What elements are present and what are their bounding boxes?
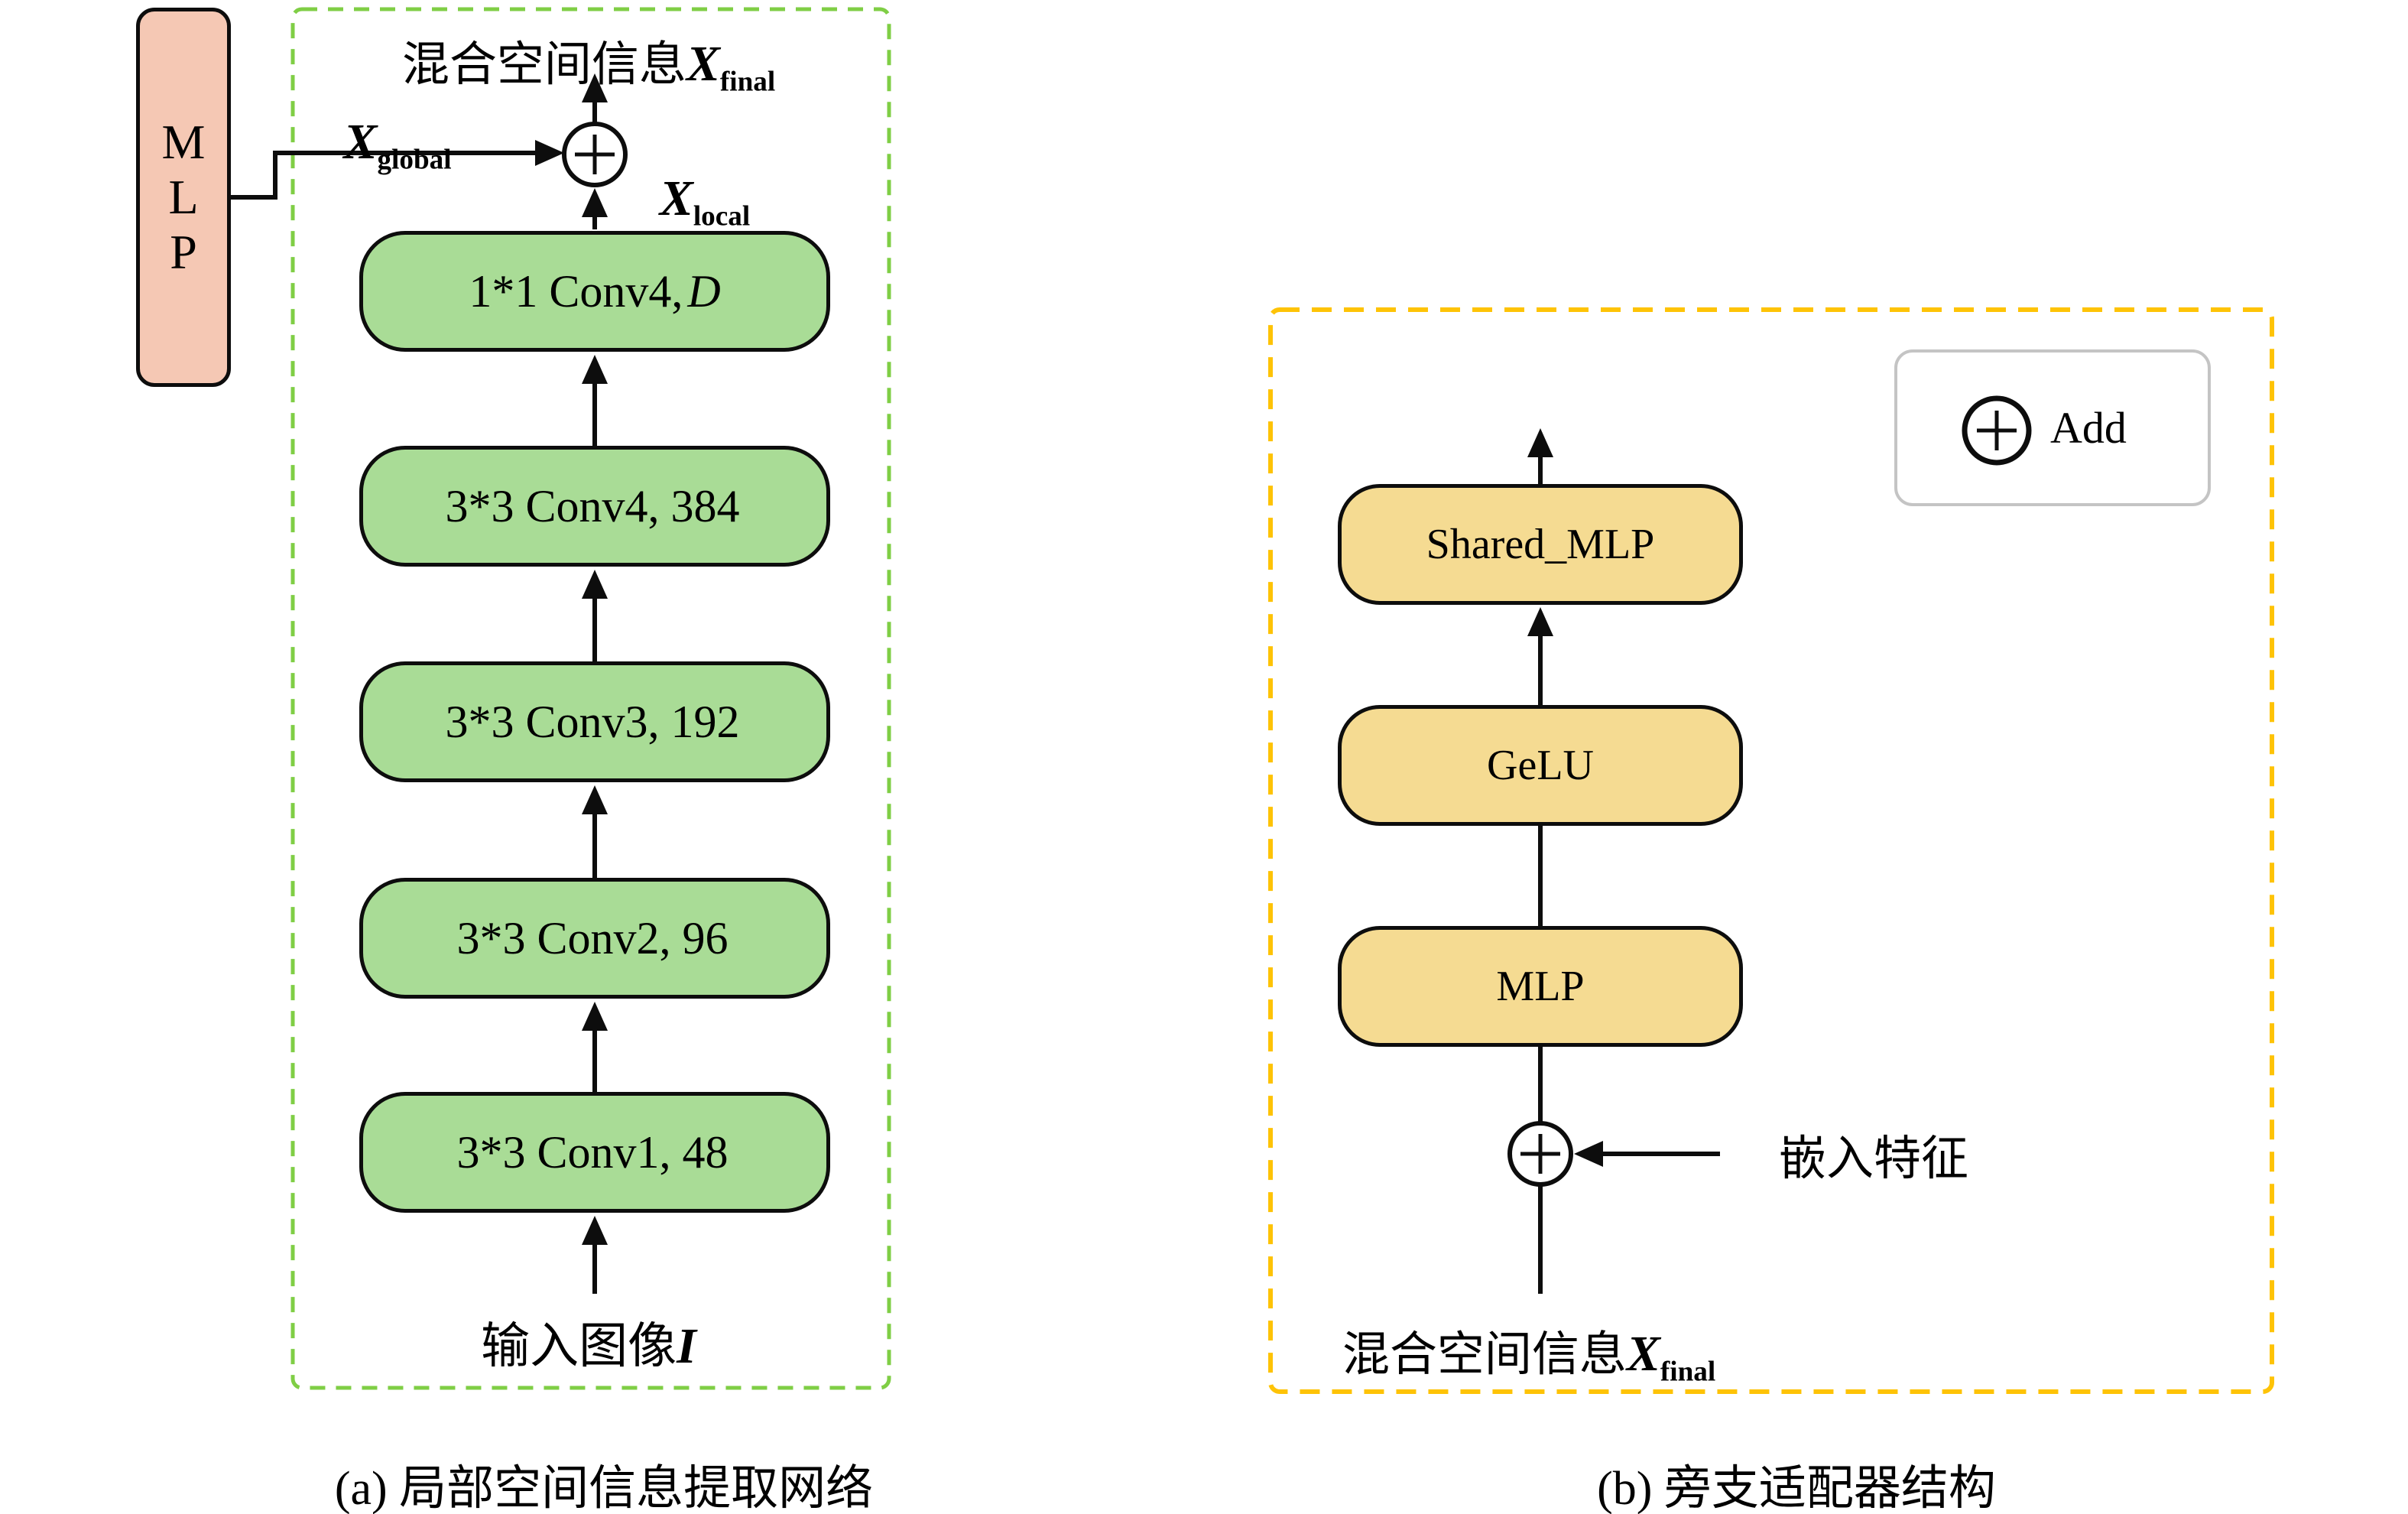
arrowhead-up	[582, 73, 608, 102]
conv-box-2: 3*3 Conv4, 384	[359, 446, 830, 567]
legend-box: Add	[1894, 349, 2211, 506]
mlp-letter: P	[170, 225, 197, 279]
x-global-label: Xglobal	[343, 113, 451, 174]
mlp-to-add-connector	[231, 151, 535, 200]
arrowhead-up	[582, 785, 608, 814]
mlp-letter: L	[168, 170, 199, 224]
local-network-dashed-frame	[290, 7, 891, 1390]
conv-box-label: 3*3 Conv3, 192	[445, 696, 740, 747]
bottom-label-b: 混合空间信息Xfinal	[1342, 1315, 1716, 1388]
conv-box-label: 3*3 Conv2, 96	[456, 912, 729, 963]
arrowhead-up	[582, 355, 608, 384]
shared-mlp-box: Shared_MLP	[1338, 484, 1743, 605]
arrowhead-up	[582, 1216, 608, 1245]
output-label-cn: 混合空间信息	[401, 39, 686, 91]
mlp-box: MLP	[1338, 926, 1743, 1047]
legend-add-label: Add	[2050, 403, 2127, 453]
x-local-sub: local	[693, 200, 751, 232]
global-mlp-box: M L P	[136, 8, 231, 387]
conv-box-label: 3*3 Conv4, 384	[445, 480, 740, 531]
x-local-label: Xlocal	[659, 170, 750, 230]
arrowhead-up	[582, 570, 608, 599]
x-global-sub: global	[377, 144, 452, 176]
embed-feature-label: 嵌入特征	[1779, 1133, 1969, 1185]
conv-box-3: 3*3 Conv3, 192	[359, 661, 830, 782]
x-local-var: X	[659, 171, 693, 226]
conv-box-label: 1*1 Conv4,	[469, 265, 683, 317]
add-icon	[1962, 395, 2032, 466]
bottom-label-sub: final	[1660, 1356, 1716, 1388]
arrowhead-right	[535, 140, 564, 166]
caption-a: (a) 局部空间信息提取网络	[334, 1463, 874, 1514]
conv-box-1: 1*1 Conv4,D	[359, 231, 830, 352]
gelu-box: GeLU	[1338, 705, 1743, 826]
output-label-sub: final	[719, 66, 776, 98]
arrowhead-up	[1527, 607, 1553, 636]
bottom-label-var: X	[1626, 1326, 1660, 1382]
arrowhead-up	[1527, 428, 1553, 457]
arrowhead-left	[1574, 1141, 1603, 1167]
output-label-a: 混合空间信息Xfinal	[401, 25, 776, 98]
mlp-letter: M	[161, 115, 206, 169]
adapter-dashed-frame	[1268, 307, 2274, 1394]
conv-box-4: 3*3 Conv2, 96	[359, 878, 830, 999]
arrowhead-up	[582, 188, 608, 217]
x-global-var: X	[343, 114, 378, 170]
input-image-cn: 输入图像	[481, 1319, 677, 1373]
output-label-var: X	[686, 36, 720, 92]
arrowhead-up	[582, 1002, 608, 1031]
input-image-label: 输入图像I	[481, 1307, 696, 1377]
bottom-label-cn: 混合空间信息	[1342, 1329, 1627, 1381]
input-image-var: I	[677, 1318, 696, 1374]
caption-b: (b) 旁支适配器结构	[1597, 1463, 1996, 1514]
conv-box-label: 3*3 Conv1, 48	[456, 1126, 729, 1178]
conv-box-5: 3*3 Conv1, 48	[359, 1092, 830, 1213]
conv-box-label-italic: D	[687, 265, 721, 317]
